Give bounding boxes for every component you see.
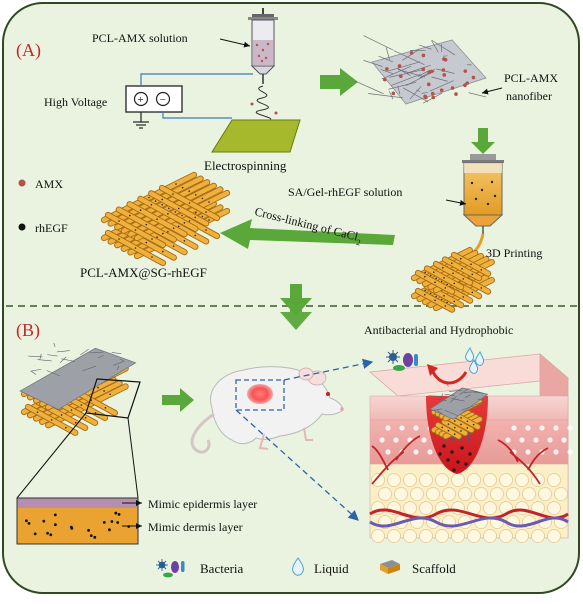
panel-a-label: (A) <box>16 40 41 61</box>
dermis-label: Mimic dermis layer <box>148 520 243 534</box>
legend-bacteria-label: Bacteria <box>200 561 244 576</box>
pcl-amx-solution-label: PCL-AMX solution <box>92 31 188 45</box>
legend-liquid-label: Liquid <box>314 561 349 576</box>
svg-text:+: + <box>138 94 144 106</box>
wound-site <box>247 384 273 404</box>
nanofiber-label-line1: PCL-AMX <box>504 71 558 85</box>
sa-gel-solution-label: SA/Gel-rhEGF solution <box>288 185 402 199</box>
nanofiber-label-line2: nanofiber <box>506 89 552 103</box>
layer-detail-block <box>17 498 138 544</box>
svg-text:−: − <box>160 94 166 106</box>
electrospinning-label: Electrospinning <box>204 158 287 173</box>
amx-legend-label: AMX <box>35 177 63 191</box>
skin-cross-section <box>370 354 573 543</box>
legend-scaffold-label: Scaffold <box>412 561 456 576</box>
rhegf-legend-dot <box>19 224 26 231</box>
antibacterial-label: Antibacterial and Hydrophobic <box>364 323 513 337</box>
3d-printing-label: 3D Printing <box>486 246 542 260</box>
rhegf-legend-label: rhEGF <box>35 221 68 235</box>
scaffold-name-label: PCL-AMX@SG-rhEGF <box>80 265 207 280</box>
high-voltage-label: High Voltage <box>44 95 107 109</box>
epidermis-label: Mimic epidermis layer <box>148 497 257 511</box>
panel-b-label: (B) <box>16 320 40 341</box>
amx-legend-dot <box>19 180 26 187</box>
